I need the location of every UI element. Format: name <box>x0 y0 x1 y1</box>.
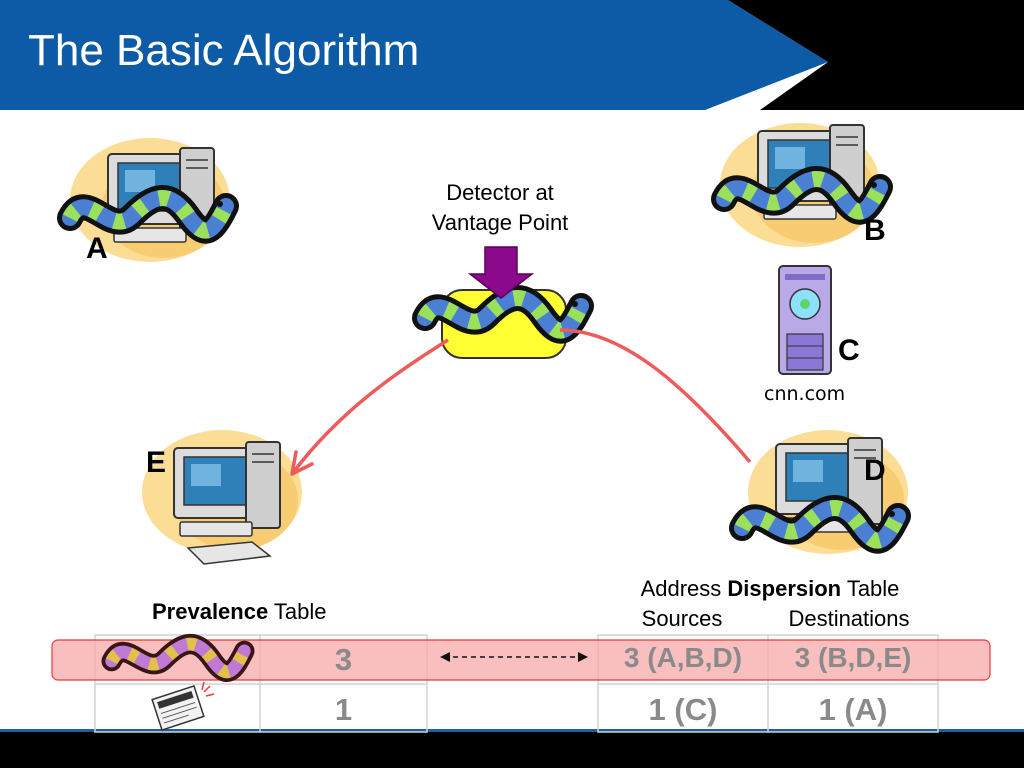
worm-path-d-to-detector <box>559 328 752 464</box>
title-band <box>0 0 828 110</box>
dispersion-table-title: Address Dispersion Table <box>610 574 930 604</box>
node-label-c: C <box>838 334 860 367</box>
prevalence-count-row1: 3 <box>334 642 353 677</box>
prevalence-title-bold: Prevalence <box>152 599 269 624</box>
worm-path-detector-to-e <box>290 338 449 476</box>
newspaper-burst-icon <box>201 681 215 697</box>
table-link-arrowhead-left <box>440 652 450 662</box>
dispersion-destinations-row2: 1 (A) <box>818 692 888 727</box>
computer-b-icon <box>720 123 880 247</box>
server-tower-icon <box>778 265 832 375</box>
highlight-row <box>51 639 991 681</box>
worm-icon <box>101 633 255 682</box>
detector-caption-line2: Vantage Point <box>431 210 569 235</box>
prevalence-table-title: Prevalence Table <box>152 597 358 627</box>
server-hostname: cnn.com <box>764 383 846 405</box>
detector-caption-line1: Detector at <box>446 180 554 205</box>
footer-accent <box>0 729 1024 732</box>
col-header-sources: Sources <box>641 606 723 631</box>
worm-arrowhead <box>290 450 314 476</box>
node-label-e: E <box>146 446 167 479</box>
page-title: The Basic Algorithm <box>28 26 420 75</box>
dispersion-sources-row1: 3 (A,B,D) <box>623 642 743 673</box>
footer-bar <box>0 730 1024 768</box>
dispersion-title-bold: Dispersion <box>727 576 842 601</box>
dispersion-sources-row2: 1 (C) <box>648 692 718 727</box>
newspaper-icon <box>151 685 205 731</box>
prevalence-count-row2: 1 <box>334 692 353 727</box>
prevalence-title-rest: Table <box>268 599 327 624</box>
computer-d-icon <box>742 430 908 554</box>
dispersion-title-plain1: Address <box>640 576 728 601</box>
detector-caption: Detector at Vantage Point <box>410 178 590 238</box>
detector-icon <box>425 246 581 359</box>
table-link-arrowhead-right <box>578 652 588 662</box>
node-label-b: B <box>864 214 886 247</box>
dispersion-destinations-row1: 3 (B,D,E) <box>794 642 912 673</box>
dispersion-title-plain2: Table <box>841 576 900 601</box>
col-header-destinations: Destinations <box>788 606 910 631</box>
header-black <box>728 0 1024 110</box>
node-label-a: A <box>86 232 108 265</box>
node-label-d: D <box>864 454 886 487</box>
computer-e-icon <box>142 430 302 565</box>
